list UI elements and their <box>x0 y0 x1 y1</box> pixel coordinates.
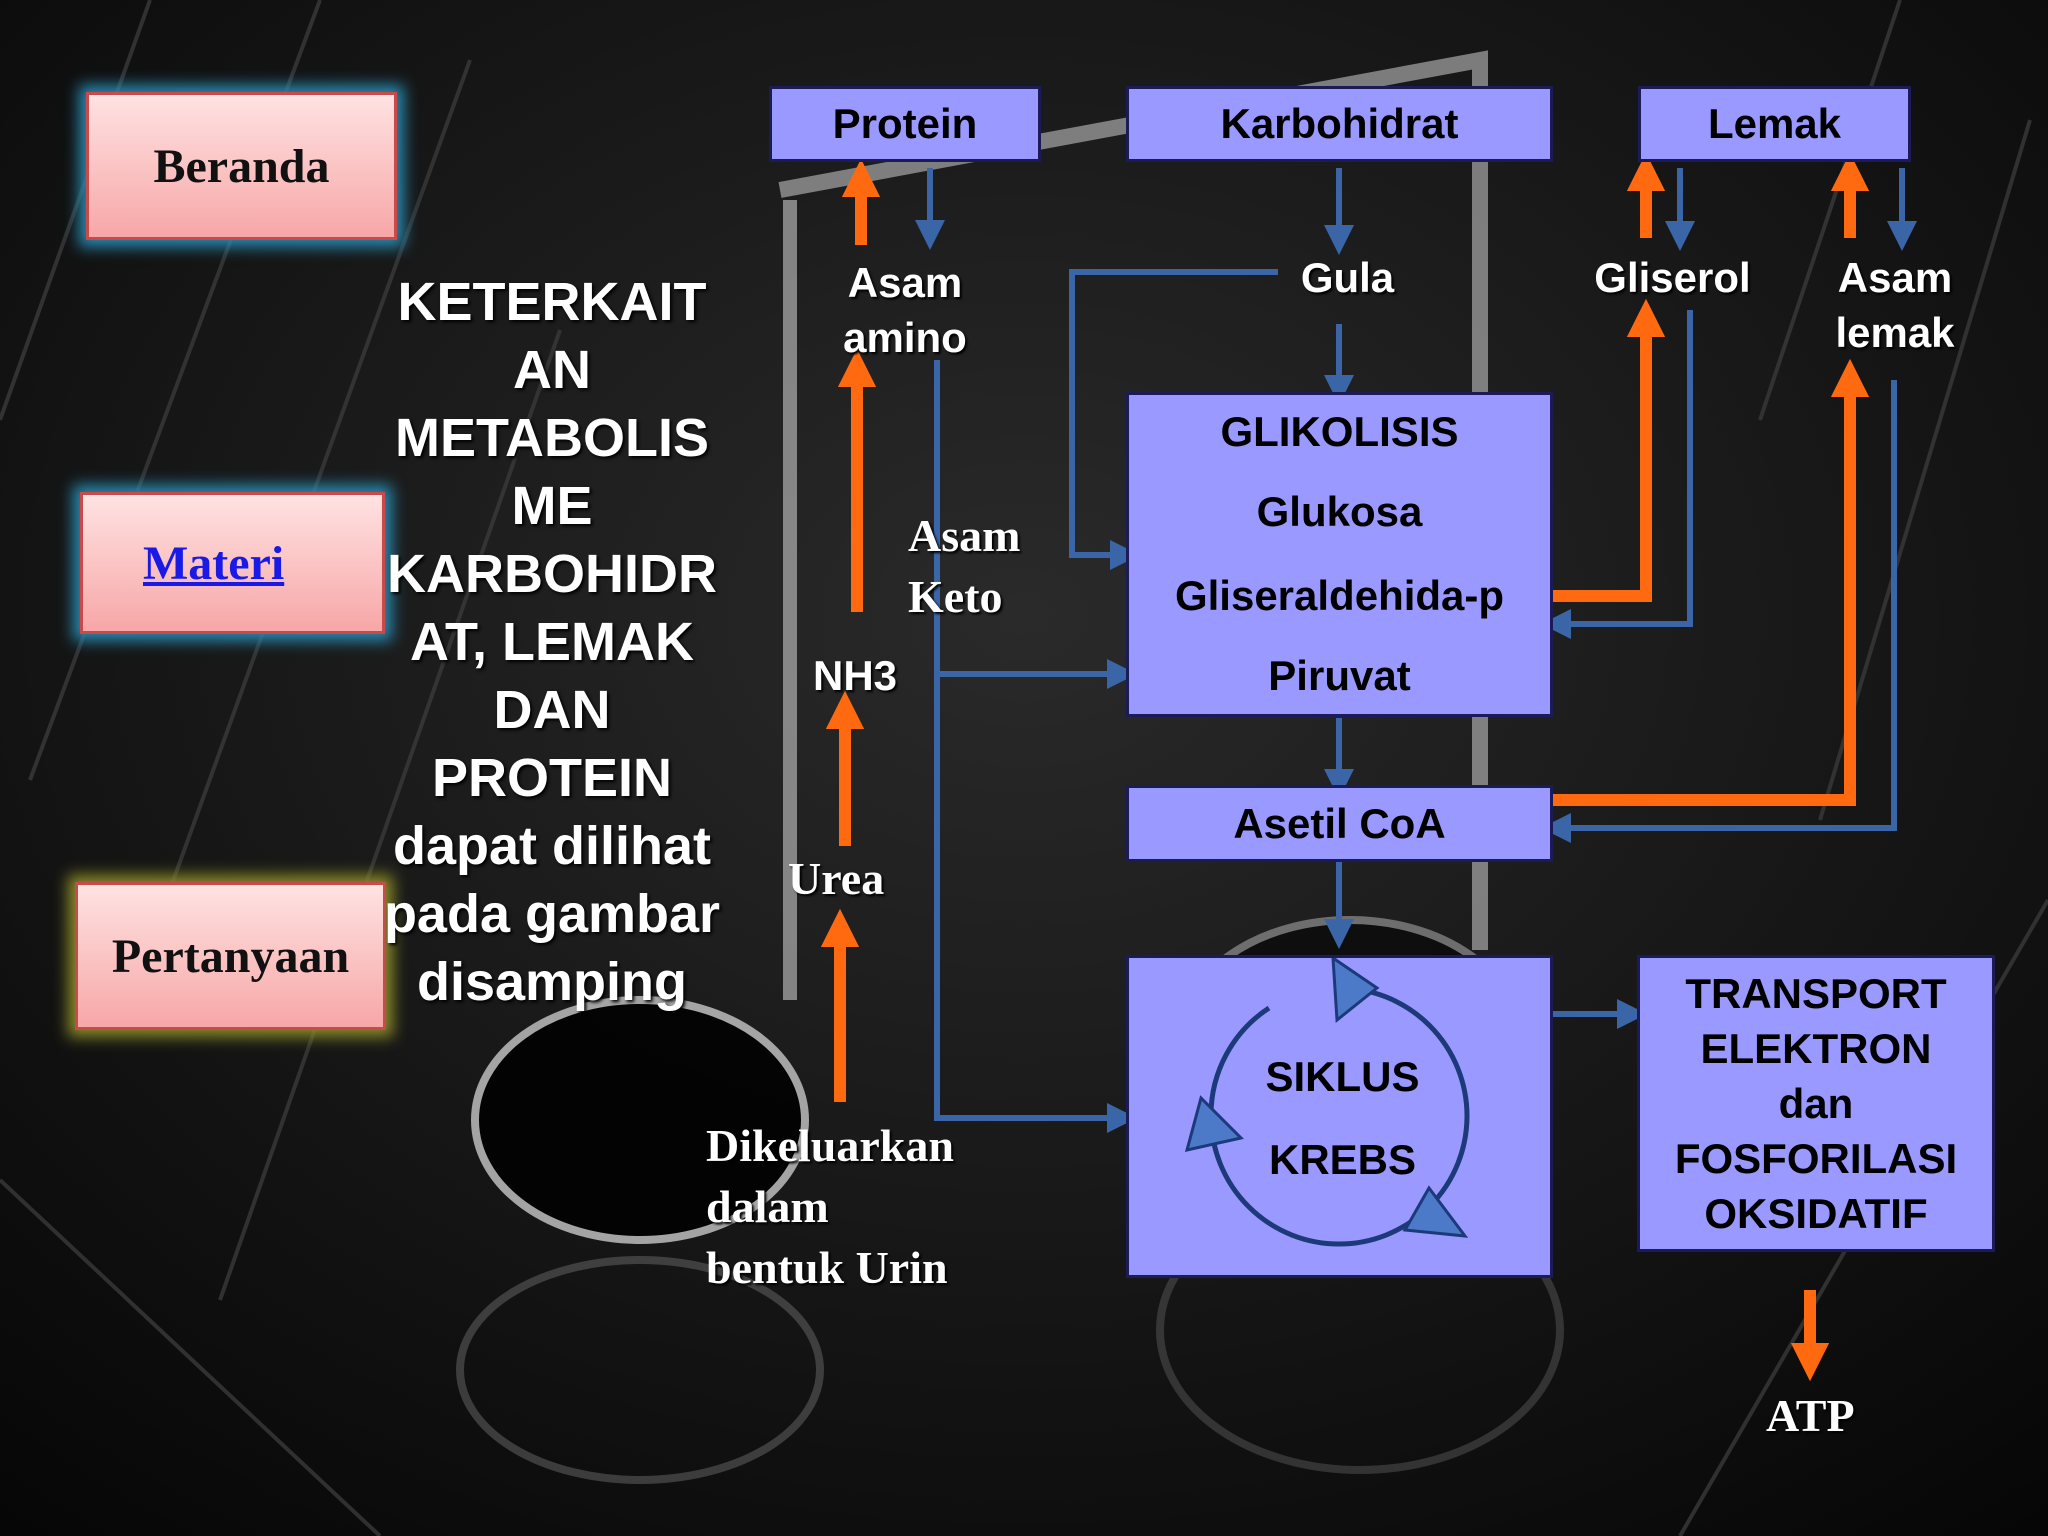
arrow-gula-to-glukosa <box>1069 269 1278 570</box>
karbohidrat-label: Karbohidrat <box>1220 100 1459 147</box>
asetil-coa-box: Asetil CoA <box>1126 785 1553 862</box>
asam-lemak-label: Asam lemak <box>1790 250 2000 360</box>
transport-line: OKSIDATIF <box>1704 1190 1928 1237</box>
title-line: pada gambar <box>383 884 721 944</box>
glikolisis-title: GLIKOLISIS <box>1220 408 1459 455</box>
siklus-label: SIKLUS <box>1265 1053 1420 1100</box>
beranda-label: Beranda <box>153 139 330 193</box>
asam-amino-label: Asam amino <box>800 255 1010 365</box>
transport-elektron-box: TRANSPORT ELEKTRON dan FOSFORILASI OKSID… <box>1637 955 1995 1252</box>
title-line: disamping <box>416 952 688 1012</box>
arrow-amino-to-krebs <box>934 674 1137 1133</box>
title-line: KETERKAIT <box>397 272 707 332</box>
nh3-label: NH3 <box>812 652 898 699</box>
materi-link-button[interactable]: Materi <box>80 492 385 634</box>
title-line: METABOLIS <box>395 408 709 468</box>
arrow-asetil-to-asamlemak <box>1552 358 1870 806</box>
lemak-box: Lemak <box>1638 86 1911 162</box>
title-line: DAN <box>493 680 611 740</box>
title-line: AN <box>513 340 591 400</box>
atp-label: ATP <box>1766 1390 1855 1441</box>
piruvat-label: Piruvat <box>1268 652 1411 699</box>
transport-line: FOSFORILASI <box>1674 1135 1958 1182</box>
gliserol-label: Gliserol <box>1594 254 1751 301</box>
arrow-asamlemak-to-asetil <box>1541 380 1897 843</box>
urea-label: Urea <box>788 853 885 904</box>
dikeluarkan-label: Dikeluarkan dalam bentuk Urin <box>706 1115 954 1298</box>
gula-label: Gula <box>1300 254 1395 301</box>
transport-line: TRANSPORT <box>1685 970 1947 1017</box>
asam-lemak-line: Asam <box>1837 254 1953 301</box>
asetil-coa-label: Asetil CoA <box>1233 799 1446 847</box>
arrow-glik-to-gliserol <box>1552 298 1666 602</box>
karbohidrat-box: Karbohidrat <box>1126 86 1553 162</box>
dikeluarkan-line: dalam <box>706 1181 829 1232</box>
asam-keto-line: Keto <box>908 571 1003 622</box>
transport-line: dan <box>1778 1080 1854 1127</box>
krebs-cycle-icon <box>1184 958 1470 1247</box>
glikolisis-box <box>1126 392 1553 717</box>
siklus-krebs-box: SIKLUS KREBS <box>1126 955 1553 1278</box>
title-line: KARBOHIDR <box>387 544 717 604</box>
title-line: ME <box>511 476 593 536</box>
asam-lemak-line: lemak <box>1835 309 1955 356</box>
gliseraldehida-label: Gliseraldehida-p <box>1174 572 1505 619</box>
dikeluarkan-line: Dikeluarkan <box>706 1120 954 1171</box>
beranda-button[interactable]: Beranda <box>86 92 397 240</box>
title-line: dapat dilihat <box>392 816 711 876</box>
title-line: AT, LEMAK <box>410 612 694 672</box>
asam-keto-label: Asam Keto <box>908 505 1020 627</box>
pertanyaan-label: Pertanyaan <box>111 929 350 983</box>
dikeluarkan-line: bentuk Urin <box>706 1242 948 1293</box>
title-line: PROTEIN <box>431 748 673 808</box>
pertanyaan-button[interactable]: Pertanyaan <box>75 882 386 1030</box>
slide-title: KETERKAIT AN METABOLIS ME KARBOHIDR AT, … <box>376 268 728 1016</box>
asam-amino-line: amino <box>843 314 967 361</box>
protein-label: Protein <box>832 100 978 147</box>
lemak-label: Lemak <box>1707 100 1842 147</box>
transport-line: ELEKTRON <box>1700 1025 1932 1072</box>
asam-keto-line: Asam <box>908 510 1021 561</box>
krebs-label: KREBS <box>1268 1136 1417 1183</box>
glukosa-label: Glukosa <box>1256 488 1423 535</box>
materi-label[interactable]: Materi <box>143 536 285 590</box>
asam-amino-line: Asam <box>847 259 963 306</box>
arrow-gliserol-to-glik <box>1541 310 1693 639</box>
protein-box: Protein <box>769 86 1041 162</box>
